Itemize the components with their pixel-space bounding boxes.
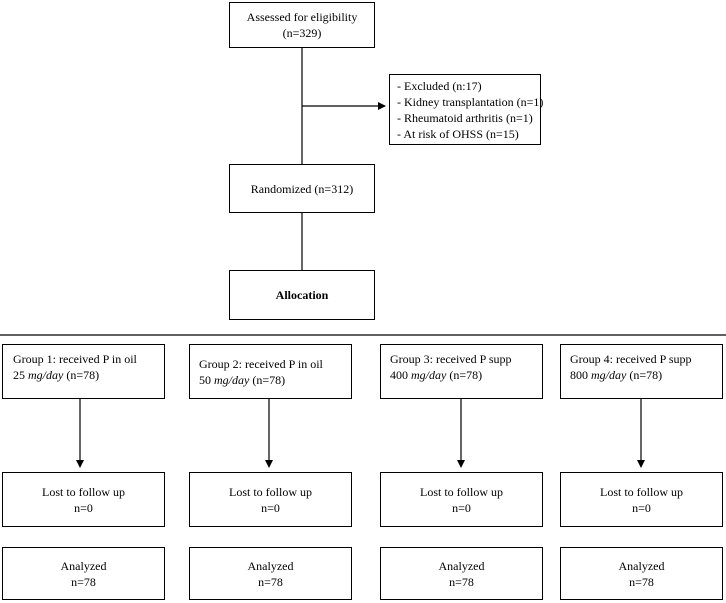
followup-label: Lost to follow up <box>600 484 683 499</box>
group-title: Group 4: received P supp <box>570 352 692 366</box>
followup-box-3: Lost to follow up n=0 <box>380 472 543 527</box>
analyzed-box-4: Analyzed n=78 <box>560 547 723 600</box>
group-title: Group 1: received P in oil <box>13 352 137 366</box>
group-title: Group 2: received P in oil <box>199 357 323 371</box>
analyzed-label: Analyzed <box>618 558 665 573</box>
followup-label: Lost to follow up <box>42 484 125 499</box>
followup-label: Lost to follow up <box>420 484 503 499</box>
analyzed-count: n=78 <box>449 574 474 589</box>
assessed-count: (n=329) <box>282 26 322 40</box>
followup-box-2: Lost to follow up n=0 <box>189 472 352 527</box>
excluded-box: - Excluded (n:17) - Kidney transplantati… <box>389 74 544 145</box>
group-box-2: Group 2: received P in oil 50 mg/day (n=… <box>189 344 352 399</box>
followup-box-1: Lost to follow up n=0 <box>2 472 165 527</box>
excluded-item: - Rheumatoid arthritis (n=1) <box>397 111 533 125</box>
assessed-box: Assessed for eligibility (n=329) <box>229 2 375 48</box>
followup-count: n=0 <box>452 500 471 515</box>
group-count: (n=78) <box>449 368 483 382</box>
group-count: (n=78) <box>252 373 286 387</box>
followup-count: n=0 <box>632 500 651 515</box>
analyzed-count: n=78 <box>71 574 96 589</box>
excluded-item: - Kidney transplantation (n=1) <box>397 95 544 109</box>
analyzed-label: Analyzed <box>247 558 294 573</box>
randomized-box: Randomized (n=312) <box>229 164 375 213</box>
followup-box-4: Lost to follow up n=0 <box>560 472 723 527</box>
group-box-1: Group 1: received P in oil 25 mg/day (n=… <box>2 344 165 399</box>
group-unit: mg/day <box>411 368 447 382</box>
group-box-4: Group 4: received P supp 800 mg/day (n=7… <box>560 344 723 399</box>
analyzed-box-2: Analyzed n=78 <box>189 547 352 600</box>
followup-count: n=0 <box>261 500 280 515</box>
group-title: Group 3: received P supp <box>390 352 512 366</box>
group-dose-line: 50 mg/day (n=78) <box>199 372 351 388</box>
excluded-item: - At risk of OHSS (n=15) <box>397 127 519 141</box>
group-dose: 25 <box>13 368 25 382</box>
group-dose-line: 25 mg/day (n=78) <box>13 367 164 383</box>
group-unit: mg/day <box>214 373 250 387</box>
allocation-label: Allocation <box>275 288 329 302</box>
randomized-label: Randomized (n=312) <box>250 181 354 196</box>
group-unit: mg/day <box>591 368 627 382</box>
group-dose-line: 400 mg/day (n=78) <box>390 367 542 383</box>
analyzed-count: n=78 <box>258 574 283 589</box>
assessed-label: Assessed for eligibility <box>246 10 358 24</box>
analyzed-box-1: Analyzed n=78 <box>2 547 165 600</box>
group-dose: 400 <box>390 368 408 382</box>
followup-label: Lost to follow up <box>229 484 312 499</box>
allocation-box: Allocation <box>229 270 375 320</box>
excluded-item: - Excluded (n:17) <box>397 79 482 93</box>
analyzed-label: Analyzed <box>438 558 485 573</box>
group-dose-line: 800 mg/day (n=78) <box>570 367 722 383</box>
group-count: (n=78) <box>629 368 663 382</box>
group-box-3: Group 3: received P supp 400 mg/day (n=7… <box>380 344 543 399</box>
followup-count: n=0 <box>74 500 93 515</box>
group-unit: mg/day <box>28 368 64 382</box>
group-dose: 800 <box>570 368 588 382</box>
analyzed-count: n=78 <box>629 574 654 589</box>
analyzed-label: Analyzed <box>60 558 107 573</box>
group-count: (n=78) <box>66 368 100 382</box>
group-dose: 50 <box>199 373 211 387</box>
analyzed-box-3: Analyzed n=78 <box>380 547 543 600</box>
